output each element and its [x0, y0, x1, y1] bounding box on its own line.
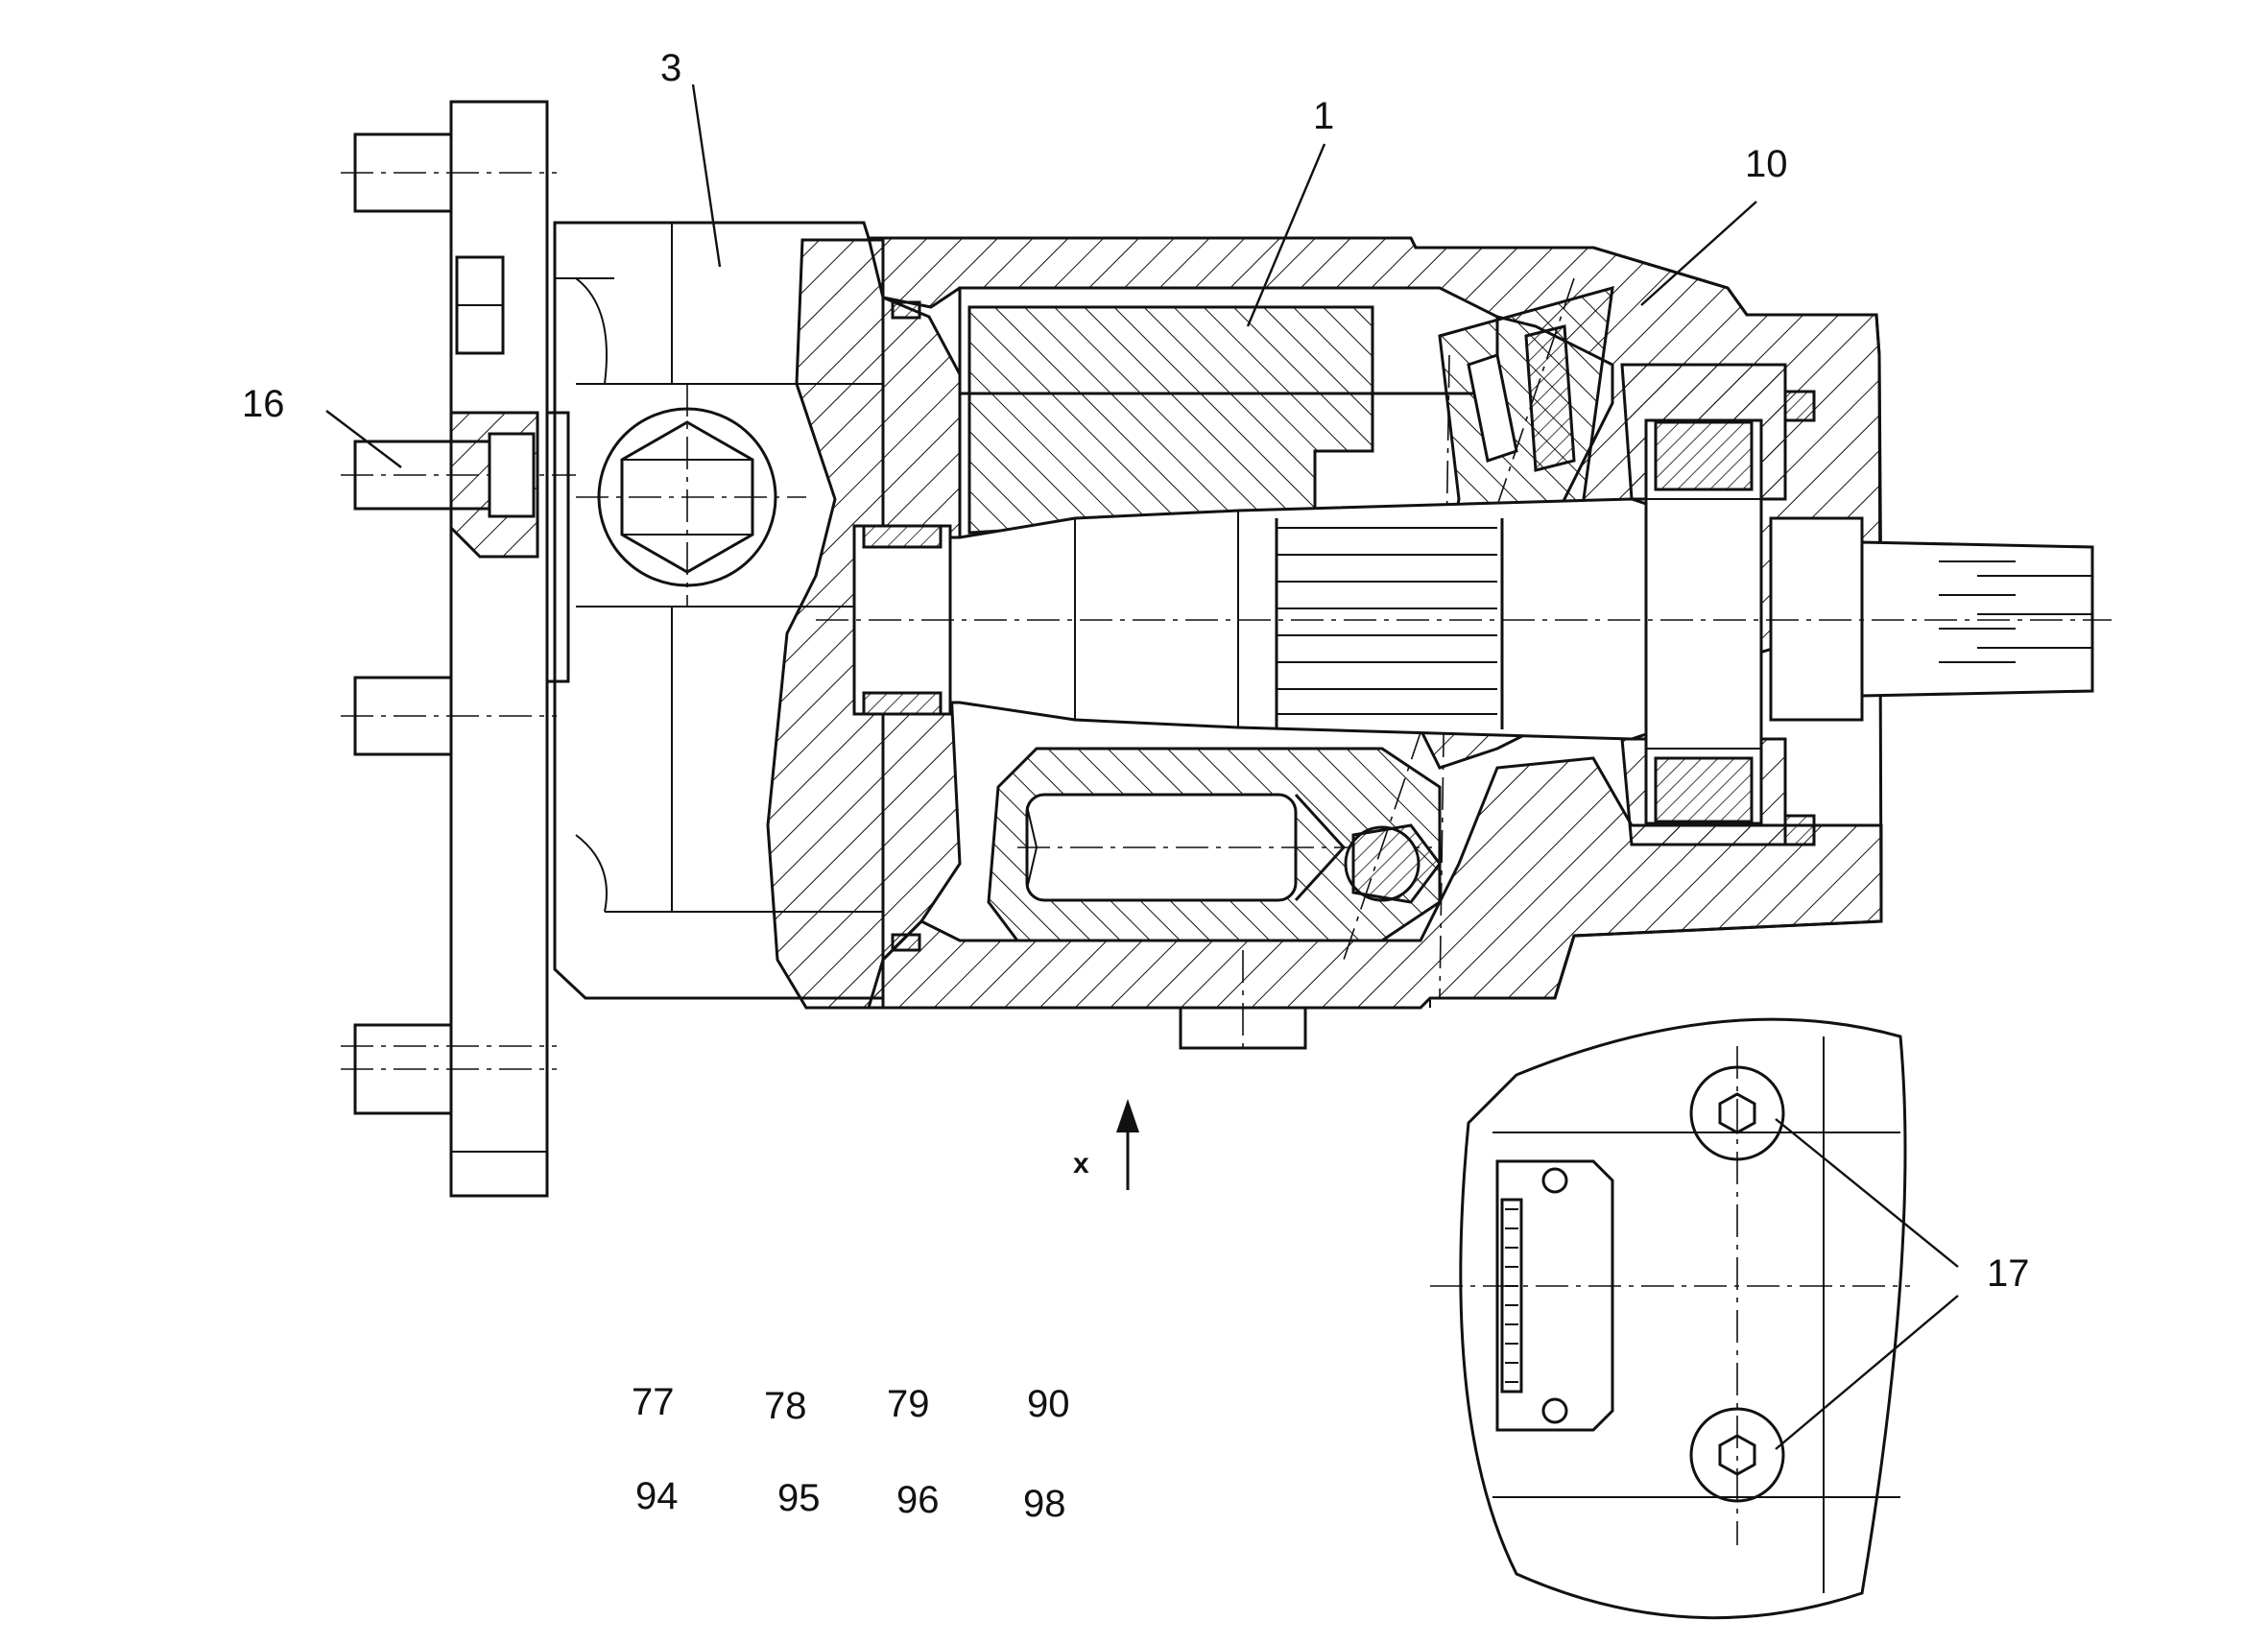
cylinder-block: [958, 286, 1499, 942]
number-cell: 78: [764, 1385, 807, 1427]
label-cylinder-block: 1: [1313, 95, 1334, 137]
label-screws: 17: [1987, 1252, 2030, 1295]
number-cell: 98: [1023, 1483, 1066, 1525]
number-cell: 94: [635, 1475, 679, 1517]
label-flange-bolt: 16: [242, 383, 285, 425]
drive-shaft: [816, 390, 2112, 846]
leader-lines: [325, 83, 1959, 1450]
number-cell: 96: [896, 1479, 940, 1521]
label-housing-part: 3: [660, 47, 681, 89]
number-cell: 77: [632, 1381, 675, 1423]
shaft-bearing: [1644, 418, 1864, 825]
direction-arrow: [1116, 1099, 1139, 1190]
reference-number-grid: 77 78 79 90 94 95 96 98: [632, 1381, 1070, 1525]
shaft-spline: [1275, 518, 1504, 729]
label-pump-housing: 10: [1745, 143, 1788, 185]
hex-plug: [576, 384, 806, 607]
number-cell: 79: [887, 1383, 930, 1425]
mounting-flange: [341, 100, 576, 1198]
detail-view: [1430, 1017, 1910, 1620]
number-cell: 95: [777, 1477, 821, 1519]
number-cell: 90: [1027, 1383, 1070, 1425]
name-plate: [1495, 1159, 1614, 1432]
direction-label: x: [1073, 1148, 1089, 1179]
